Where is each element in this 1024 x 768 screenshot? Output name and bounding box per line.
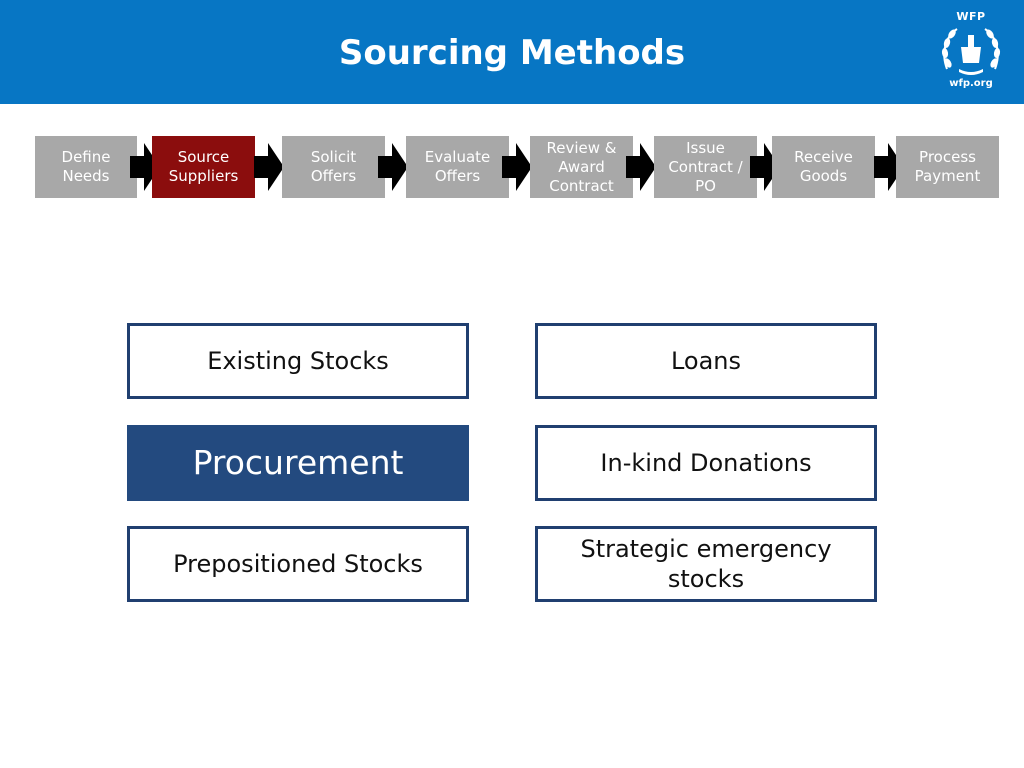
step-receive-goods: Receive Goods xyxy=(772,136,875,198)
step-solicit-offers: Solicit Offers xyxy=(282,136,385,198)
step-review-award-contract: Review & Award Contract xyxy=(530,136,633,198)
step-define-needs: Define Needs xyxy=(35,136,137,198)
arrow-right-icon xyxy=(130,143,160,191)
arrow-right-icon xyxy=(502,143,532,191)
step-issue-contract-po: Issue Contract / PO xyxy=(654,136,757,198)
arrow-right-icon xyxy=(626,143,656,191)
arrow-right-icon xyxy=(874,143,904,191)
step-evaluate-offers: Evaluate Offers xyxy=(406,136,509,198)
method-loans: Loans xyxy=(535,323,877,399)
arrow-right-icon xyxy=(254,143,284,191)
header-bar: Sourcing Methods WFP wfp.org xyxy=(0,0,1024,104)
page-title: Sourcing Methods xyxy=(338,33,686,73)
wfp-logo: WFP wfp.org xyxy=(930,8,1012,94)
method-procurement: Procurement xyxy=(127,425,469,501)
method-strategic-emergency-stocks: Strategic emergency stocks xyxy=(535,526,877,602)
step-process-payment: Process Payment xyxy=(896,136,999,198)
method-existing-stocks: Existing Stocks xyxy=(127,323,469,399)
arrow-right-icon xyxy=(750,143,780,191)
method-in-kind-donations: In-kind Donations xyxy=(535,425,877,501)
method-prepositioned-stocks: Prepositioned Stocks xyxy=(127,526,469,602)
logo-wfp-text: WFP xyxy=(956,10,986,23)
arrow-right-icon xyxy=(378,143,408,191)
step-source-suppliers: Source Suppliers xyxy=(152,136,255,198)
wfp-emblem-icon xyxy=(941,28,1001,75)
logo-url-text: wfp.org xyxy=(949,78,993,89)
